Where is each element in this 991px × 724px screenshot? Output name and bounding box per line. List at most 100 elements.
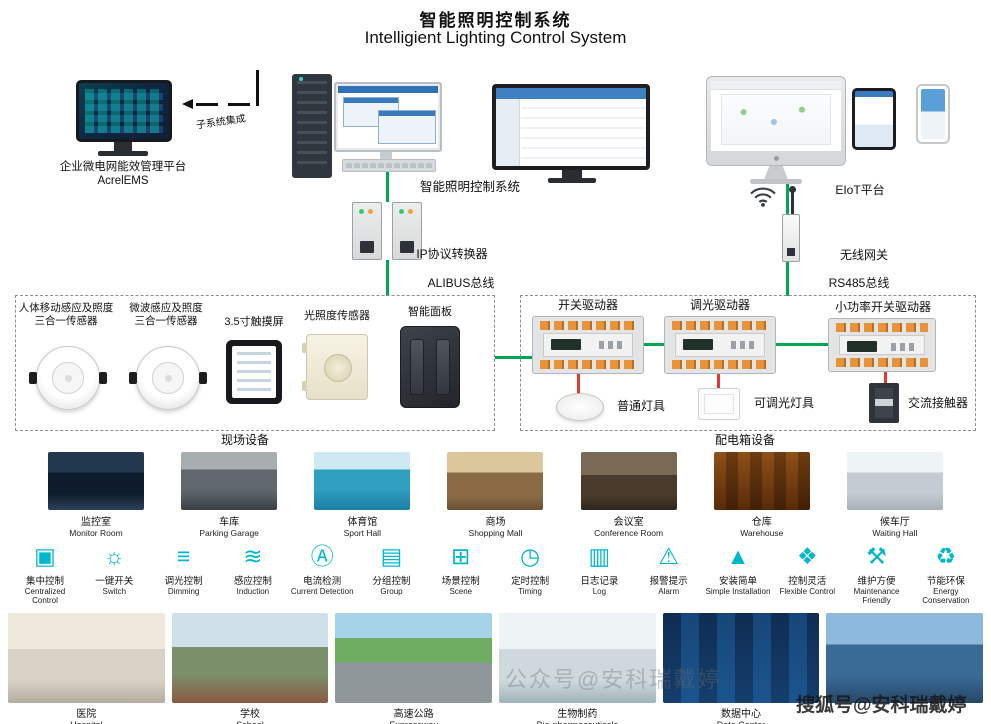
small-power-driver-device	[828, 318, 936, 372]
page-title-en: Intelligient Lighting Control System	[364, 28, 627, 47]
application-label-en: Expressway	[335, 720, 492, 724]
feature-label-en: Maintenance Friendly	[853, 587, 900, 606]
scenario-label-en: Waiting Hall	[872, 528, 918, 538]
lux-sensor-device	[302, 334, 368, 400]
ac-contactor-label: 交流接触器	[907, 396, 968, 410]
tablet-device	[852, 88, 896, 150]
feature-current-detection: Ⓐ 电流检测 Current Detection	[289, 540, 355, 605]
app-content	[521, 99, 646, 166]
pir-sensor-label-1: 人体移动感应及照度	[18, 302, 114, 314]
ac-contactor	[869, 383, 899, 423]
watermark-bottom-right: 搜狐号@安科瑞戴婷	[796, 695, 967, 716]
bus-link-line	[495, 356, 532, 359]
application-photo-manufacturing	[826, 613, 984, 703]
microwave-sensor-label-1: 微波感应及照度	[129, 302, 203, 314]
feature-label-en: Dimming	[167, 587, 200, 596]
application-biopharma: 生物制药 Bio-pharmaceuticals	[499, 613, 656, 724]
application-label-zh: 生物制药	[557, 709, 598, 720]
acrel-ems-monitor	[76, 80, 172, 142]
eiot-toolbar	[711, 81, 841, 90]
application-label-en: Hospital	[8, 720, 165, 724]
application-photo-expressway	[335, 613, 493, 703]
application-label-zh: 医院	[76, 709, 97, 720]
load-line	[717, 374, 720, 390]
rs485-label: RS485总线	[828, 276, 890, 290]
touchscreen-screen	[232, 346, 276, 398]
application-photo-school	[171, 613, 329, 703]
scenario-monitor-room: 监控室 Monitor Room	[48, 452, 144, 538]
wireless-gateway-label: 无线网关	[839, 248, 888, 262]
pir-sensor-label-2: 三合一传感器	[34, 315, 98, 327]
feature-induction: ≋ 感应控制 Induction	[220, 540, 286, 605]
driver-face	[675, 333, 765, 357]
touchscreen-label: 3.5寸触摸屏	[224, 316, 284, 328]
scenario-label-en: Sport Hall	[343, 528, 381, 538]
scenario-row: 监控室 Monitor Room 车库 Parking Garage 体育馆 S…	[48, 452, 943, 538]
eiot-screen	[711, 81, 841, 151]
sliders-icon: ≡	[176, 543, 191, 569]
feature-label-zh: 报警提示	[649, 576, 688, 587]
application-label-en: Data Center	[663, 720, 820, 724]
feature-label-zh: 场景控制	[441, 576, 480, 587]
application-label-en: School	[172, 720, 329, 724]
group-icon: ▤	[380, 543, 403, 569]
driver-display	[551, 339, 581, 350]
feature-label-en: Induction	[236, 587, 270, 596]
feature-label-zh: 日志记录	[580, 576, 619, 587]
application-school: 学校 School	[171, 613, 329, 724]
smart-panel-label: 智能面板	[408, 306, 452, 318]
scenario-photo-monitor-room	[48, 452, 144, 510]
feature-label-en: Energy Conservation	[922, 587, 970, 606]
feature-flexible-control: ❖ 控制灵活 Flexible Control	[774, 540, 840, 605]
load-line	[884, 372, 887, 384]
scenario-label-zh: 车库	[219, 517, 240, 528]
feature-timing: ◷ 定时控制 Timing	[497, 540, 563, 605]
feature-alarm: ⚠ 报警提示 Alarm	[636, 540, 702, 605]
application-photo-hospital	[8, 613, 165, 703]
maintenance-icon: ⚒	[866, 543, 887, 569]
feature-label-en: Centralized Control	[24, 587, 66, 606]
application-photo-biopharma	[499, 613, 656, 703]
imac-stand	[764, 166, 788, 180]
feature-switch: ☼ 一键开关 Switch	[81, 540, 147, 605]
scenario-label-zh: 体育馆	[347, 517, 378, 528]
scenario-photo-sport-hall	[314, 452, 411, 510]
phone-screen	[921, 89, 945, 139]
induction-icon: ≋	[243, 543, 263, 569]
alibus-line	[386, 172, 389, 202]
wireless-gateway-device	[782, 214, 800, 262]
pir-lux-sensor	[29, 346, 107, 410]
feature-label-zh: 集中控制	[25, 576, 64, 587]
scenario-warehouse: 仓库 Warehouse	[713, 452, 810, 538]
scenario-photo-conference-room	[580, 452, 677, 510]
big-display-screen	[496, 88, 646, 166]
scenario-label-zh: 监控室	[81, 517, 111, 528]
scenario-photo-warehouse	[713, 452, 810, 510]
scenario-conference-room: 会议室 Conference Room	[580, 452, 677, 538]
monitor-stand-base	[548, 178, 596, 183]
monitor-stand-neck	[114, 142, 132, 151]
control-pc-monitor	[334, 82, 442, 152]
application-label-zh: 数据中心	[721, 709, 762, 720]
server-tower	[292, 74, 332, 178]
scenario-waiting-hall: 候车厅 Waiting Hall	[846, 452, 943, 538]
application-row: 医院 Hospital 学校 School 高速公路 Expressway 生物…	[8, 613, 984, 724]
wifi-icon	[750, 187, 776, 207]
big-display-monitor	[492, 84, 650, 170]
scenario-label-en: Shopping Mall	[468, 528, 523, 538]
distribution-box-label: 配电箱设备	[714, 433, 775, 447]
driver-face	[839, 335, 925, 355]
application-datacenter: 数据中心 Data Center	[662, 613, 820, 724]
feature-label-zh: 控制灵活	[788, 576, 827, 587]
scenario-label-zh: 候车厅	[879, 517, 910, 528]
application-manufacturing	[826, 613, 984, 724]
eco-icon: ♻	[935, 543, 957, 569]
feature-label-zh: 安装简单	[718, 576, 757, 587]
sensor-dot	[65, 375, 72, 382]
monitor-stand-neck	[562, 170, 582, 178]
feature-label-zh: 调光控制	[164, 576, 203, 587]
feature-label-en: Timing	[518, 587, 542, 596]
acrel-ems-label: AcrelEMS	[97, 175, 149, 187]
feature-label-en: Switch	[102, 587, 127, 596]
dim-driver-device	[664, 316, 776, 374]
